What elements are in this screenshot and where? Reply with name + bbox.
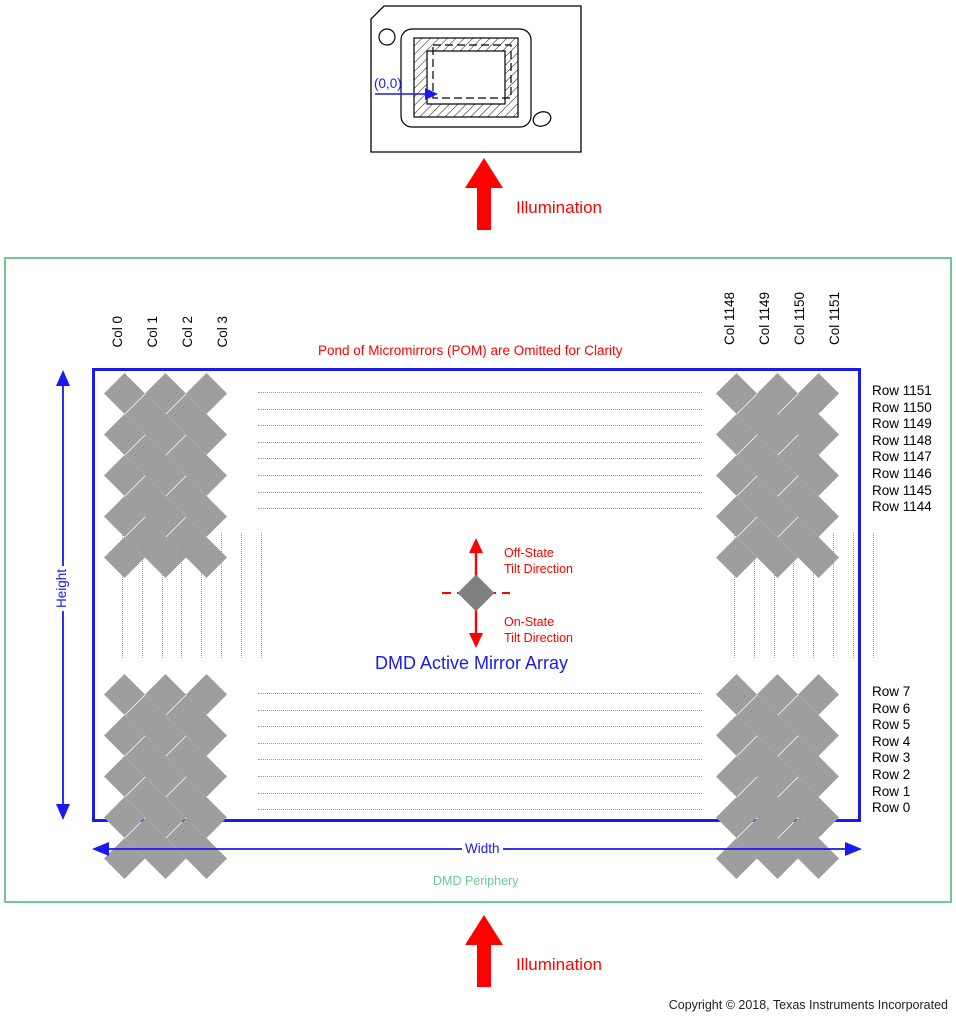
row-continuation-line-top	[258, 408, 702, 410]
pom-omitted-note: Pond of Micromirrors (POM) are Omitted f…	[318, 343, 623, 358]
row-label: Row 1145	[872, 482, 932, 498]
column-continuation-line-right	[833, 533, 834, 658]
on-state-line-1: On-State	[504, 615, 555, 629]
off-state-tilt-label: Off-State Tilt Direction	[504, 545, 573, 577]
dmd-active-mirror-array-title: DMD Active Mirror Array	[375, 653, 569, 673]
origin-label: (0,0)	[374, 76, 402, 91]
dmd-periphery-box	[4, 257, 952, 903]
width-arrow-head-left	[92, 842, 109, 856]
on-state-tilt-label: On-State Tilt Direction	[504, 614, 573, 646]
column-continuation-line-right	[793, 533, 795, 658]
row-continuation-line-bottom	[258, 809, 702, 811]
row-continuation-line-top	[258, 392, 702, 393]
column-label: Col 1151	[827, 292, 842, 346]
row-continuation-line-bottom	[258, 759, 702, 761]
row-label: Row 7	[872, 684, 911, 699]
row-label: Row 4	[872, 733, 911, 749]
column-continuation-line-right	[872, 533, 874, 658]
tilt-direction-group	[440, 537, 520, 649]
chip-fiducial-circle	[378, 28, 396, 46]
origin-arrow-head	[425, 88, 438, 100]
row-label: Row 1148	[872, 432, 932, 448]
dmd-periphery-label: DMD Periphery	[433, 874, 519, 888]
mirror-block-bottom-right	[715, 673, 856, 880]
row-continuation-line-top	[258, 475, 702, 476]
column-continuation-line-left	[181, 533, 183, 658]
column-continuation-line-left	[161, 533, 163, 658]
column-continuation-line-right	[734, 533, 735, 658]
off-state-arrow-head	[469, 538, 483, 553]
mirror-block-top-right	[715, 372, 856, 579]
column-continuation-line-left	[240, 533, 242, 658]
center-mirror	[457, 574, 495, 612]
column-label: Col 1	[145, 316, 160, 348]
column-continuation-line-left	[141, 533, 143, 658]
column-continuation-line-right	[852, 533, 854, 658]
row-label: Row 1144	[872, 499, 932, 515]
row-continuation-line-bottom	[258, 742, 702, 744]
row-continuation-line-top	[258, 458, 702, 460]
on-state-arrow-head	[469, 633, 483, 648]
illumination-arrow-top	[464, 158, 504, 230]
row-label: Row 1	[872, 783, 911, 799]
mirror-block-bottom-left	[103, 673, 244, 880]
row-continuation-line-bottom	[258, 726, 702, 728]
column-label: Col 1149	[757, 292, 772, 346]
arrow-up-shape-bottom	[465, 915, 503, 987]
column-label: Col 3	[215, 316, 230, 348]
row-label: Row 1150	[872, 399, 932, 415]
height-label: Height	[54, 566, 69, 612]
illumination-label-top: Illumination	[516, 198, 602, 217]
height-arrow-head-top	[56, 370, 70, 386]
row-label: Row 6	[872, 700, 911, 716]
row-continuation-line-bottom	[258, 792, 702, 794]
row-label: Row 3	[872, 750, 911, 766]
row-label: Row 1146	[872, 466, 932, 481]
column-continuation-line-left	[221, 533, 222, 658]
arrow-up-shape	[465, 158, 503, 230]
mirror-block-top-left	[103, 372, 244, 579]
column-continuation-line-left	[260, 533, 262, 658]
row-label: Row 1151	[872, 383, 932, 398]
row-continuation-line-bottom	[258, 709, 702, 711]
row-continuation-line-top	[258, 508, 702, 510]
column-continuation-line-left	[201, 533, 203, 658]
width-arrow-head-right	[845, 842, 862, 856]
row-label: Row 2	[872, 767, 911, 782]
copyright-text: Copyright © 2018, Texas Instruments Inco…	[668, 998, 948, 1012]
column-continuation-line-left	[122, 533, 123, 658]
column-continuation-line-right	[773, 533, 775, 658]
chip-active-area-dashed	[432, 44, 512, 99]
row-label: Row 5	[872, 717, 911, 733]
on-state-line-2: Tilt Direction	[504, 631, 573, 645]
height-arrow-head-bottom	[56, 804, 70, 820]
chip-fiducial-oval	[532, 111, 552, 127]
chip-aperture-inner	[426, 50, 506, 105]
column-label: Col 0	[110, 316, 125, 348]
row-continuation-line-bottom	[258, 776, 702, 777]
row-label: Row 1147	[872, 449, 932, 465]
illumination-label-bottom: Illumination	[516, 955, 602, 974]
row-continuation-line-top	[258, 425, 702, 427]
column-continuation-line-right	[753, 533, 755, 658]
row-continuation-line-bottom	[258, 693, 702, 694]
illumination-arrow-bottom	[464, 915, 504, 987]
width-label: Width	[462, 841, 503, 856]
column-continuation-line-right	[813, 533, 815, 658]
off-state-line-2: Tilt Direction	[504, 562, 573, 576]
column-label: Col 1148	[722, 292, 737, 346]
row-continuation-line-top	[258, 441, 702, 443]
column-label: Col 1150	[792, 292, 807, 346]
dmd-chip-package	[370, 5, 582, 153]
row-label: Row 0	[872, 800, 911, 816]
off-state-line-1: Off-State	[504, 546, 554, 560]
row-continuation-line-top	[258, 491, 702, 493]
dmd-active-mirror-array-box	[92, 368, 861, 822]
chip-aperture-hatch	[414, 38, 518, 117]
row-label: Row 1149	[872, 416, 932, 432]
chip-aperture-outer	[413, 37, 519, 118]
column-label: Col 2	[180, 316, 195, 348]
